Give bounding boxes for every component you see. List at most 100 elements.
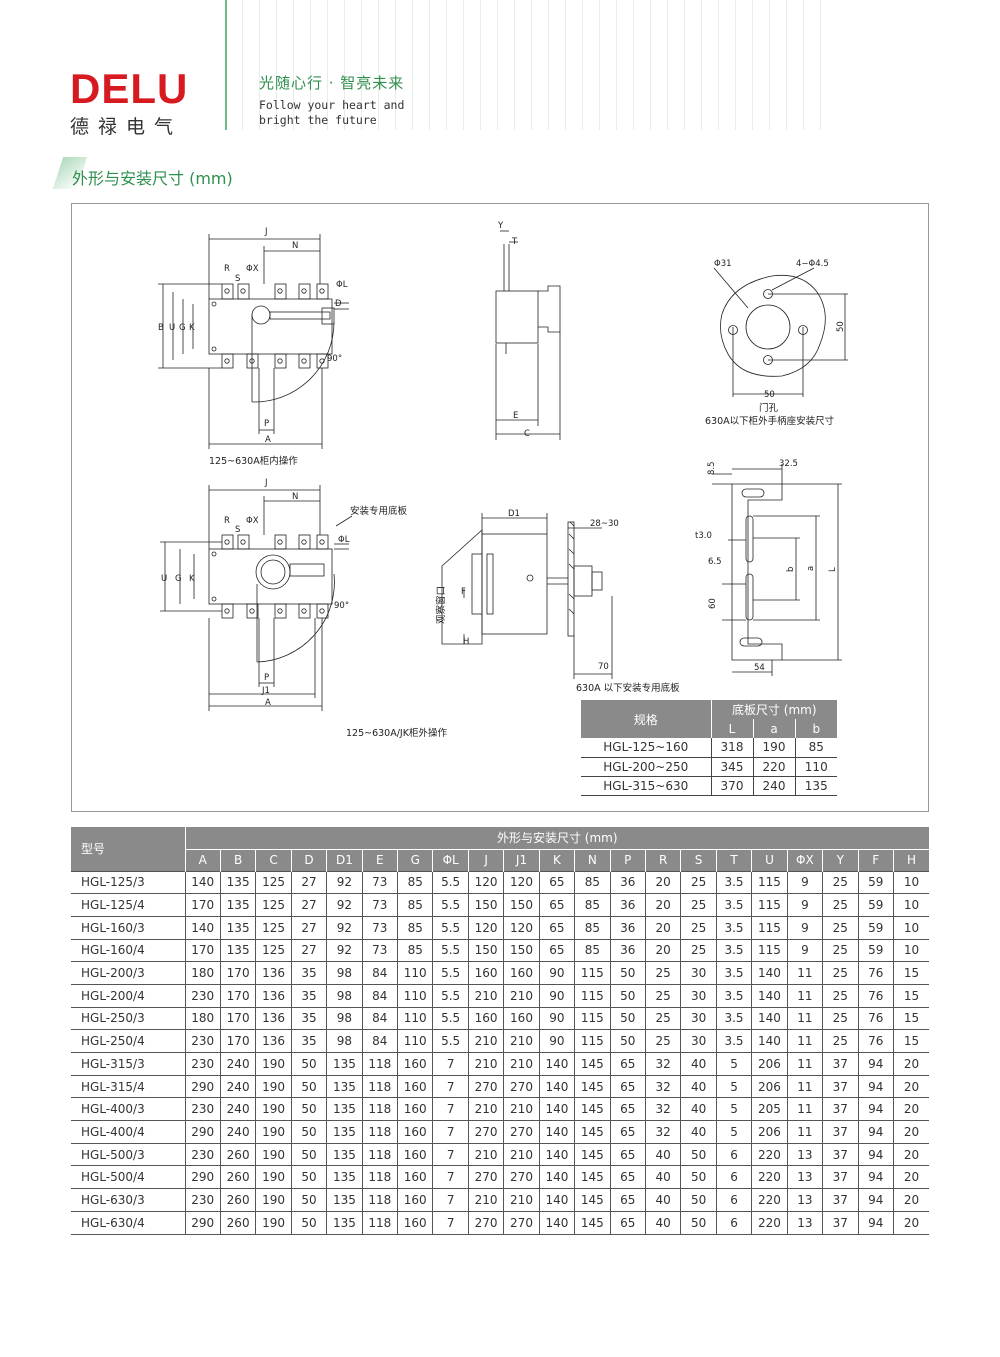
value-cell: 76 [857, 1007, 894, 1031]
value-cell: 50 [680, 1188, 717, 1212]
value-cell: 210 [503, 984, 540, 1008]
value-cell: 25 [644, 1029, 681, 1053]
value-cell: 36 [609, 893, 646, 917]
value-cell: 118 [361, 1143, 398, 1167]
caption-door-hole: 门孔 [759, 402, 779, 414]
value-cell: 210 [467, 1097, 504, 1122]
value-cell: 50 [680, 1165, 717, 1190]
value-cell: 145 [574, 1097, 611, 1122]
value-cell: 13 [786, 1188, 823, 1212]
value-cell: 110 [397, 1029, 433, 1053]
value-cell: 160 [397, 1165, 433, 1190]
value-cell: 11 [786, 984, 823, 1008]
value-cell: 190 [255, 1052, 292, 1076]
value-cell: 170 [184, 893, 221, 917]
model-cell: HGL-160/3 [71, 916, 185, 940]
cabinet-door-panel [441, 529, 483, 645]
value-cell: 118 [361, 1097, 398, 1122]
value-cell: 7 [432, 1211, 469, 1235]
value-cell: 135 [794, 776, 837, 796]
value-cell: 20 [892, 1188, 929, 1212]
value-cell: 20 [892, 1120, 929, 1144]
value-cell: 37 [822, 1052, 859, 1076]
value-cell: 180 [184, 1007, 221, 1031]
value-cell: 92 [326, 939, 363, 963]
value-cell: 36 [609, 870, 646, 895]
value-cell: 40 [680, 1052, 717, 1076]
value-cell: 230 [184, 984, 221, 1008]
value-cell: 37 [822, 1165, 859, 1190]
dim-label: J [264, 227, 268, 237]
value-cell: 135 [326, 1165, 363, 1190]
decoration-line [361, 0, 362, 130]
value-cell: 145 [574, 1075, 611, 1099]
value-cell: 35 [290, 1029, 327, 1053]
value-cell: 110 [397, 984, 433, 1008]
value-cell: 5.5 [432, 1007, 469, 1031]
value-cell: 76 [857, 961, 894, 985]
model-cell: HGL-200/4 [71, 984, 185, 1008]
col-header: C [255, 848, 292, 871]
decoration-line [616, 0, 617, 130]
decoration-line [242, 0, 243, 130]
value-cell: 20 [892, 1075, 929, 1099]
value-cell: 206 [751, 1052, 788, 1076]
col-header: K [538, 848, 575, 871]
value-cell: 345 [710, 757, 753, 777]
value-cell: 125 [255, 916, 292, 940]
value-cell: 5 [715, 1120, 752, 1144]
value-cell: 59 [857, 939, 894, 963]
dim-label: T [511, 237, 518, 247]
value-cell: 15 [892, 1007, 929, 1031]
model-cell: HGL-400/4 [71, 1120, 185, 1144]
decoration-line [327, 0, 328, 130]
value-cell: 40 [680, 1097, 717, 1122]
dim-label: D [335, 299, 342, 309]
value-cell: 160 [467, 1007, 504, 1031]
dim-label: ΦX [246, 264, 259, 274]
col-model: 型号 [71, 827, 185, 871]
dim-label: a [806, 566, 816, 571]
dim-label: P [264, 673, 269, 683]
value-cell: 135 [219, 939, 256, 963]
brand-logo: DELU 德禄电气 [70, 68, 200, 139]
value-cell: 37 [822, 1075, 859, 1099]
label-window: 观察窗口 [435, 586, 447, 624]
value-cell: 190 [255, 1165, 292, 1190]
value-cell: 92 [326, 916, 363, 940]
dim-label: 60 [708, 598, 718, 609]
spec-cell: HGL-200~250 [581, 757, 711, 777]
value-cell: 65 [609, 1120, 646, 1144]
value-cell: 5.5 [432, 939, 469, 963]
model-cell: HGL-400/3 [71, 1097, 185, 1122]
col-header: D1 [326, 848, 363, 871]
value-cell: 140 [538, 1120, 575, 1144]
value-cell: 85 [574, 893, 611, 917]
dim-label: 70 [598, 662, 609, 672]
value-cell: 50 [609, 1029, 646, 1053]
decoration-line [395, 0, 396, 130]
value-cell: 10 [892, 870, 929, 895]
value-cell: 90 [538, 984, 575, 1008]
value-cell: 150 [503, 893, 540, 917]
value-cell: 32 [644, 1097, 681, 1122]
value-cell: 50 [609, 1007, 646, 1031]
value-cell: 136 [255, 984, 292, 1008]
header-decoration [225, 0, 845, 130]
value-cell: 290 [184, 1120, 221, 1144]
value-cell: 318 [710, 738, 753, 758]
value-cell: 140 [751, 984, 788, 1008]
value-cell: 115 [751, 916, 788, 940]
col-header: U [751, 848, 788, 871]
col-header: L [710, 719, 753, 738]
value-cell: 37 [822, 1143, 859, 1167]
value-cell: 135 [326, 1097, 363, 1122]
decoration-line [582, 0, 583, 130]
value-cell: 50 [609, 984, 646, 1008]
dim-label: A [265, 435, 271, 445]
